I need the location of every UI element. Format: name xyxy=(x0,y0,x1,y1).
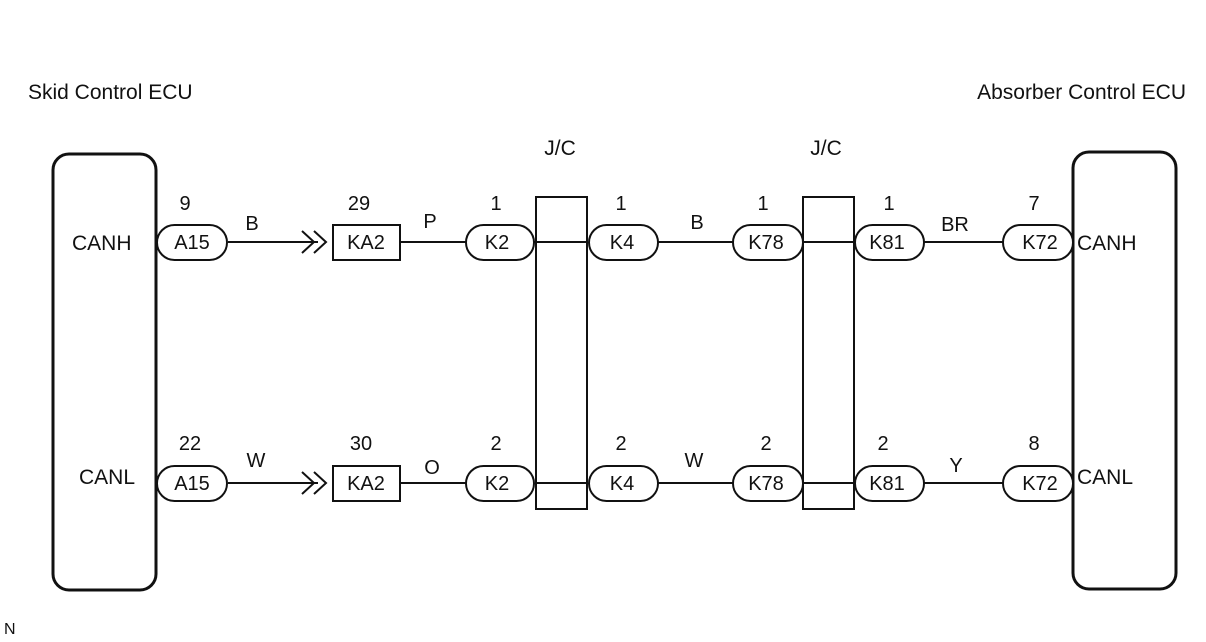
connector-k2-canh xyxy=(465,224,535,261)
connector-id: K2 xyxy=(485,232,509,254)
junction-1-box xyxy=(535,196,588,510)
connector-arrow-icon xyxy=(301,230,328,254)
wire-color: Y xyxy=(949,455,962,477)
connector-id: A15 xyxy=(174,232,210,254)
left-ecu-pin-low: CANL xyxy=(79,466,135,489)
connector-k4-canh xyxy=(588,224,659,261)
pin-number: 9 xyxy=(179,193,190,215)
connector-id: K4 xyxy=(610,232,634,254)
pin-number: 29 xyxy=(348,193,370,215)
junction-1-label: J/C xyxy=(544,137,576,160)
pin-number: 22 xyxy=(179,433,201,455)
connector-id: K2 xyxy=(485,473,509,495)
connector-a15-canh xyxy=(156,224,228,261)
connector-id: K81 xyxy=(869,232,905,254)
wire-color: B xyxy=(245,213,258,235)
connector-id: K4 xyxy=(610,473,634,495)
pin-number: 7 xyxy=(1028,193,1039,215)
left-ecu-box xyxy=(51,152,158,592)
right-ecu-box xyxy=(1071,150,1178,591)
left-ecu-title: Skid Control ECU xyxy=(28,81,193,104)
connector-id: K72 xyxy=(1022,232,1058,254)
connector-id: K72 xyxy=(1022,473,1058,495)
row-canh: A15 9 KA2 29 K2 1 K4 1 K78 1 K81 1 K72 7… xyxy=(156,193,1074,261)
right-ecu-pin-low: CANL xyxy=(1077,466,1133,489)
wire-color: P xyxy=(423,211,436,233)
connector-id: A15 xyxy=(174,473,210,495)
connector-k81-canl xyxy=(854,465,925,502)
connector-k78-canl xyxy=(732,465,804,502)
connector-id: K78 xyxy=(748,232,784,254)
pin-number: 1 xyxy=(883,193,894,215)
pin-number: 2 xyxy=(490,433,501,455)
connector-id: K78 xyxy=(748,473,784,495)
connector-k72-canh xyxy=(1002,224,1074,261)
connector-k81-canh xyxy=(854,224,925,261)
pin-number: 8 xyxy=(1028,433,1039,455)
right-ecu-title: Absorber Control ECU xyxy=(977,81,1186,104)
right-ecu-pin-high: CANH xyxy=(1077,232,1137,255)
junction-2-label: J/C xyxy=(810,137,842,160)
connector-arrow-icon xyxy=(301,471,328,495)
left-ecu-pin-high: CANH xyxy=(72,232,132,255)
wire-color: O xyxy=(424,457,440,479)
pin-number: 1 xyxy=(757,193,768,215)
pin-number: 2 xyxy=(760,433,771,455)
connector-id: KA2 xyxy=(347,473,385,495)
connector-k72-canl xyxy=(1002,465,1074,502)
connector-k4-canl xyxy=(588,465,659,502)
connector-a15-canl xyxy=(156,465,228,502)
wire-color: W xyxy=(247,450,266,472)
connector-id: K81 xyxy=(869,473,905,495)
wire-color: W xyxy=(685,450,704,472)
footnote-label: N xyxy=(4,621,16,638)
wire-color: B xyxy=(690,212,703,234)
connector-id: KA2 xyxy=(347,232,385,254)
row-canl: A15 22 KA2 30 K2 2 K4 2 K78 2 K81 2 K72 … xyxy=(156,433,1074,502)
connector-ka2-canl xyxy=(332,465,401,502)
connector-k78-canh xyxy=(732,224,804,261)
wire-color: BR xyxy=(941,214,969,236)
pin-number: 30 xyxy=(350,433,372,455)
pin-number: 1 xyxy=(490,193,501,215)
junction-2-box xyxy=(802,196,855,510)
connector-ka2-canh xyxy=(332,224,401,261)
pin-number: 2 xyxy=(877,433,888,455)
pin-number: 2 xyxy=(615,433,626,455)
connector-k2-canl xyxy=(465,465,535,502)
pin-number: 1 xyxy=(615,193,626,215)
